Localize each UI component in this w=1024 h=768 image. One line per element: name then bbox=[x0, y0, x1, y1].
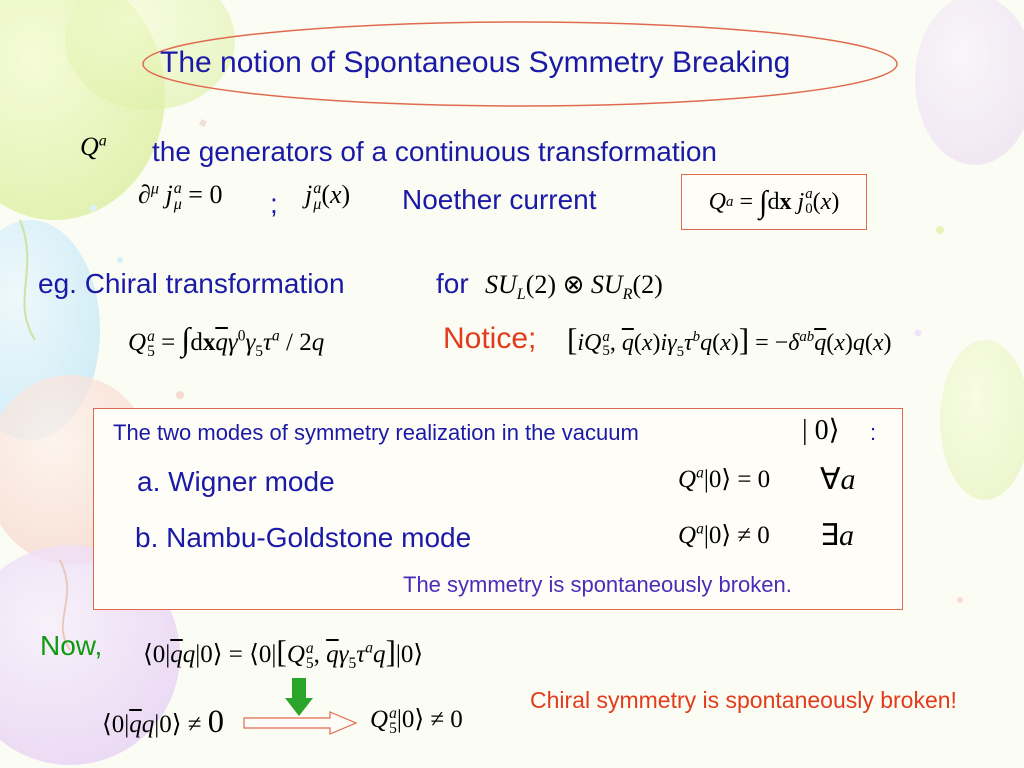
confetti-square bbox=[88, 203, 98, 213]
balloon-shape bbox=[940, 340, 1024, 500]
confetti-dot bbox=[936, 226, 944, 234]
title-oval bbox=[142, 21, 898, 107]
noether-current-text: Noether current bbox=[402, 184, 597, 215]
nambu-goldstone-mode-text: b. Nambu-Goldstone mode bbox=[135, 522, 472, 553]
charge-symbol-formula: Qa bbox=[80, 132, 107, 161]
down-arrow-icon bbox=[285, 678, 313, 716]
wigner-mode-text: a. Wigner mode bbox=[137, 466, 335, 497]
condensate-nonzero-formula: ⟨0|qq|0⟩ ≠ 0 bbox=[102, 704, 224, 740]
modes-text: The two modes of symmetry realization in… bbox=[113, 420, 639, 445]
now-text: Now, bbox=[40, 630, 103, 661]
wigner-condition-formula: Qa|0⟩ = 0 bbox=[678, 464, 771, 493]
confetti-dot bbox=[176, 391, 184, 399]
symmetry-broken-text: The symmetry is spontaneously broken. bbox=[403, 572, 792, 597]
exists-formula: ∃a bbox=[820, 519, 854, 552]
confetti-dot bbox=[957, 597, 963, 603]
modes-colon: : bbox=[870, 420, 877, 445]
balloon-string bbox=[59, 559, 71, 651]
balloon-shape bbox=[915, 0, 1024, 165]
confetti-dot bbox=[117, 257, 123, 263]
semicolon-separator: ; bbox=[270, 188, 278, 219]
nambu-condition-formula: Qa|0⟩ ≠ 0 bbox=[678, 520, 770, 549]
symmetry-modes-box bbox=[93, 408, 903, 610]
confetti-dot bbox=[136, 146, 144, 154]
for-all-formula: ∀a bbox=[820, 463, 856, 496]
chiral-broken-text: Chiral symmetry is spontaneously broken! bbox=[530, 687, 957, 713]
chiral-transformation-text: eg. Chiral transformation bbox=[38, 268, 345, 299]
notice-text: Notice; bbox=[443, 322, 537, 355]
slide-title: The notion of Spontaneous Symmetry Break… bbox=[160, 46, 791, 79]
confetti-square bbox=[199, 119, 207, 127]
balloon-string bbox=[19, 219, 36, 341]
confetti-square bbox=[914, 329, 922, 337]
generators-text: the generators of a continuous transform… bbox=[152, 136, 718, 167]
for-text: for bbox=[436, 268, 469, 299]
right-arrow-icon bbox=[243, 711, 358, 735]
symmetry-group-formula: SUL(2) ⊗ SUR(2) bbox=[485, 270, 663, 304]
vacuum-state-formula: | 0⟩ bbox=[802, 415, 840, 446]
